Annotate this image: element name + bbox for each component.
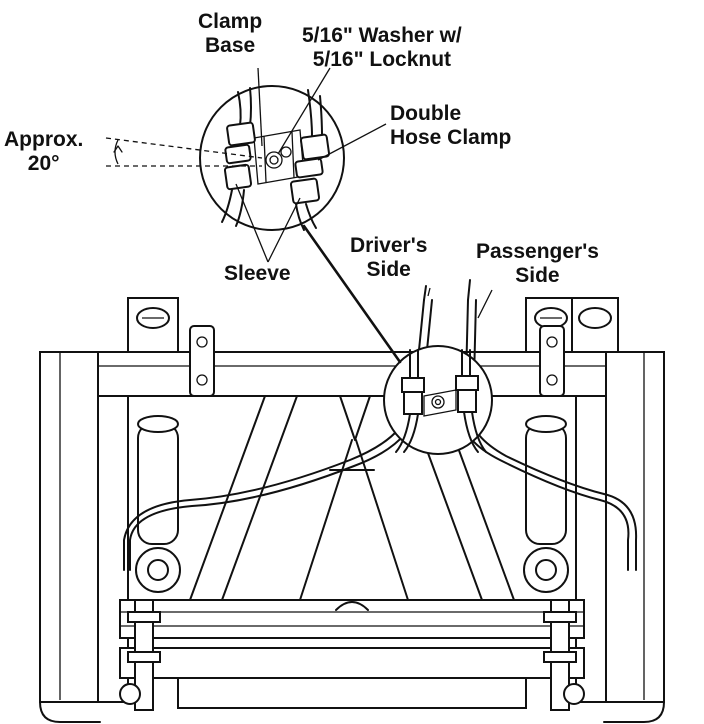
washer-locknut-label: 5/16" Washer w/ 5/16" Locknut xyxy=(302,24,462,71)
sleeve-label: Sleeve xyxy=(224,262,291,285)
clamp-detail-magnified xyxy=(105,67,387,263)
clamp-base-label: Clamp Base xyxy=(198,10,263,57)
double-hose-clamp-label: Double Hose Clamp xyxy=(390,102,512,149)
detail-connector-line xyxy=(302,224,402,364)
axle-frame xyxy=(39,297,665,723)
approx-angle-label: Approx. 20° xyxy=(4,128,84,175)
passengers-side-label: Passenger's Side xyxy=(476,240,599,287)
clamp-detail-small xyxy=(383,345,493,455)
drivers-side-label: Driver's Side xyxy=(350,234,428,281)
